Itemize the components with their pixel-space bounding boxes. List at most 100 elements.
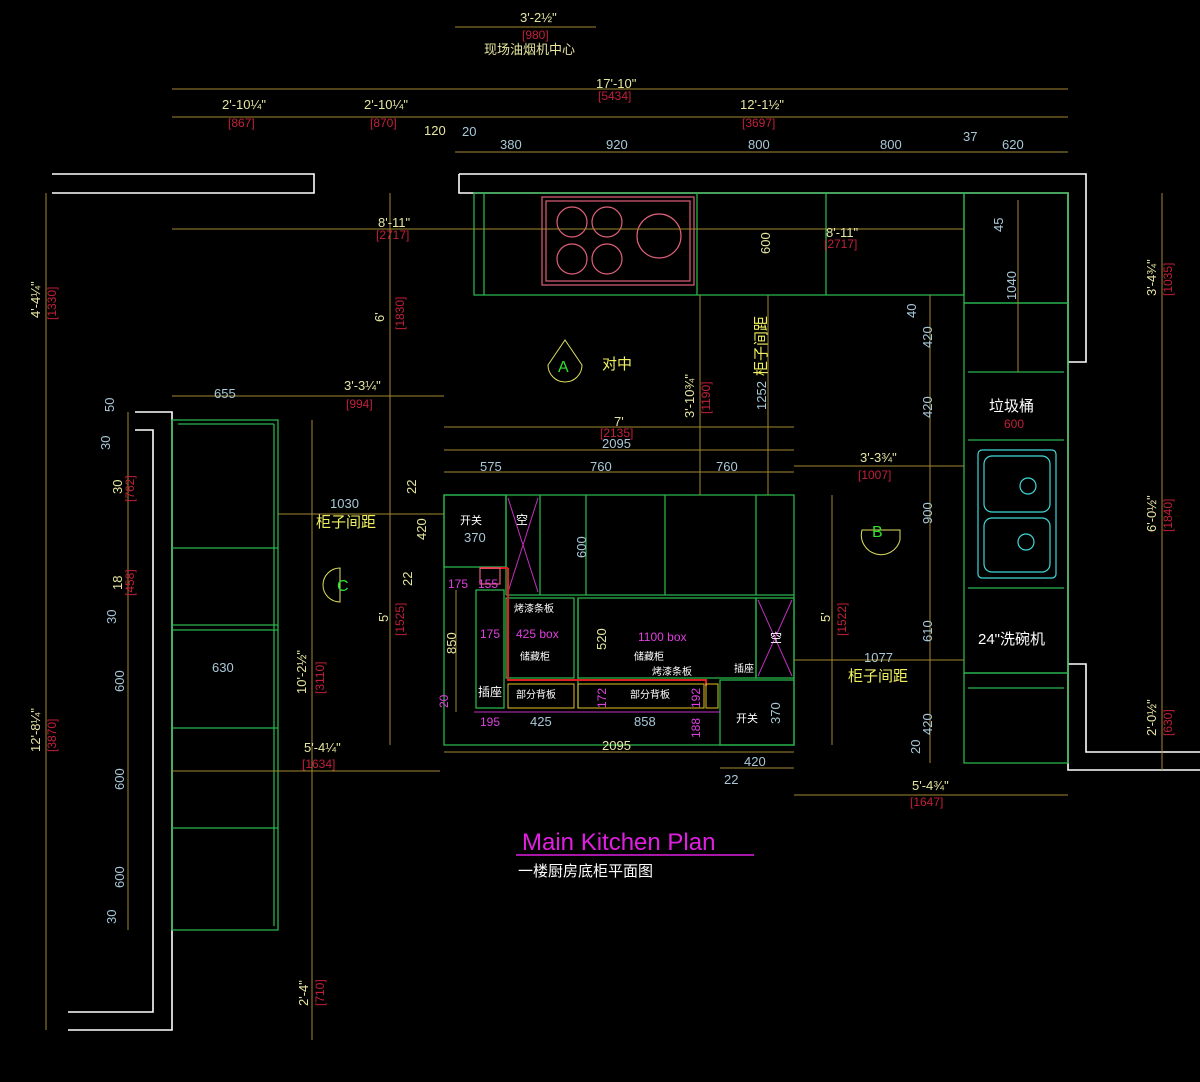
dim-1190: [1190]	[699, 382, 713, 414]
dim-1634: [1634]	[302, 757, 335, 771]
r1-mm: [1035]	[1161, 263, 1175, 296]
dim-420-r1: 420	[920, 326, 935, 348]
dim-37: 37	[963, 129, 977, 144]
dim-420a: 420	[414, 518, 429, 540]
top-dimensions: 3'-2½" [980] 现场油烟机中心 17'-10" [5434] 2'-1…	[222, 10, 1024, 152]
dim-575: 575	[480, 459, 502, 474]
dim-22a: 22	[404, 480, 419, 494]
dim-120: 120	[424, 123, 446, 138]
dim-1634-ft: 5'-4¼"	[304, 740, 341, 755]
dim-1830: [1830]	[393, 297, 407, 330]
dim-40: 40	[904, 304, 919, 318]
dim-1525: [1525]	[393, 603, 407, 636]
dim-3ft3: 3'-3¾"	[860, 450, 897, 465]
marker-a-shape	[547, 339, 583, 383]
dimension-lines	[45, 26, 1163, 1040]
span-mm-a: [2717]	[376, 228, 409, 242]
dim-600c: 600	[112, 866, 127, 888]
marker-c: C	[337, 578, 349, 595]
box-1100: 1100 box	[638, 630, 687, 644]
hood-ft: 3'-2½"	[520, 10, 557, 25]
dim-5ft-b: 5'	[818, 612, 833, 622]
dim-760b: 760	[716, 459, 738, 474]
dim-30ft: 30	[110, 480, 125, 494]
dim-3110: [3110]	[313, 662, 327, 694]
top-counter	[473, 192, 1069, 764]
bake-a: 烤漆条板	[514, 602, 554, 615]
dim-20: 20	[462, 124, 476, 139]
dim-370b: 370	[768, 702, 783, 724]
dim-2ft: 2'-4"	[296, 980, 311, 1006]
r2-ft: 6'-0½"	[1144, 495, 1159, 532]
total-ft: 17'-10"	[596, 76, 637, 91]
r1-ft: 3'-4¾"	[1144, 259, 1159, 296]
dim-22b: 22	[400, 572, 415, 586]
dim-175a: 175	[448, 577, 468, 591]
dim-30c: 30	[104, 910, 119, 924]
island	[443, 494, 795, 746]
title-cn: 一楼厨房底柜平面图	[518, 863, 653, 880]
marker-a-label: 对中	[602, 356, 632, 373]
dim-600-island: 600	[574, 536, 589, 558]
dishwasher: 24"洗碗机	[978, 631, 1045, 648]
dim-22c: 22	[724, 772, 738, 787]
span-mm-b: [2717]	[824, 237, 857, 251]
span-ft-b: 8'-11"	[826, 225, 859, 240]
right-dimensions: 3'-3¾" [1007] 40 420 420 垃圾桶 600 900 610…	[848, 259, 1175, 809]
kong-b: 空	[770, 631, 782, 645]
marker-a: A	[558, 359, 569, 376]
left-total-mm: [1330]	[45, 287, 59, 320]
dim-195: 195	[480, 715, 500, 729]
seg2-ft: 2'-10¼"	[364, 97, 408, 112]
gap-label-vertical: 柜子间距	[753, 316, 770, 376]
dim-20-right: 20	[908, 740, 923, 754]
left-total-ft: 4'-4¼"	[28, 281, 43, 318]
dim-800b: 800	[880, 137, 902, 152]
dim-1522: [1522]	[835, 603, 849, 636]
dim-30a: 30	[98, 436, 113, 450]
dim-1040: 1040	[1004, 271, 1019, 300]
dim-2095-bot: 2095	[602, 738, 631, 753]
dim-994-ft: 3'-3¼"	[344, 378, 381, 393]
seg1-ft: 2'-10¼"	[222, 97, 266, 112]
insert-b: 插座	[734, 662, 754, 675]
dim-458: [458]	[123, 569, 137, 596]
left-cabinets	[171, 419, 279, 931]
store-a: 储藏柜	[520, 650, 550, 663]
dim-175b: 175	[480, 627, 500, 641]
seg2-mm: [870]	[370, 116, 397, 130]
span-ft-a: 8'-11"	[378, 215, 411, 230]
trash: 垃圾桶	[989, 398, 1034, 415]
dim-10ft: 10'-2½"	[294, 650, 309, 694]
seg1-mm: [867]	[228, 116, 255, 130]
dim-3ft10: 3'-10¾"	[682, 374, 697, 418]
kong-a: 空	[516, 513, 528, 527]
dim-600b: 600	[112, 768, 127, 790]
dim-520: 520	[594, 628, 609, 650]
dim-620: 620	[1002, 137, 1024, 152]
dim-710: [710]	[313, 979, 327, 1006]
dim-850: 850	[444, 632, 459, 654]
hood-mm: [980]	[522, 28, 549, 42]
island-dimensions: 7' [2135] 2095 575 760 760 22 420 22 开关 …	[376, 316, 849, 787]
dim-50: 50	[102, 398, 117, 412]
dim-188: 188	[689, 718, 703, 738]
left-dimensions: 4'-4¼" [1330] 12'-8¼" [3870] 655 3'-3¼" …	[28, 281, 381, 1006]
dim-655: 655	[214, 386, 236, 401]
dim-45: 45	[991, 218, 1006, 232]
title-block: Main Kitchen Plan 一楼厨房底柜平面图	[516, 829, 754, 880]
dim-192: 192	[689, 688, 703, 708]
back-b: 部分背板	[630, 688, 670, 701]
dim-172: 172	[595, 688, 609, 708]
r2-mm: [1840]	[1161, 499, 1175, 532]
insert-a: 插座	[478, 684, 502, 699]
dim-600a: 600	[112, 670, 127, 692]
dim-420-r2: 420	[920, 396, 935, 418]
dim-900: 900	[920, 502, 935, 524]
seg3-ft: 12'-1½"	[740, 97, 784, 112]
left-total2-ft: 12'-8¼"	[28, 708, 43, 752]
cooktop	[541, 196, 695, 286]
r3-ft: 2'-0½"	[1144, 699, 1159, 736]
sink	[977, 449, 1057, 579]
